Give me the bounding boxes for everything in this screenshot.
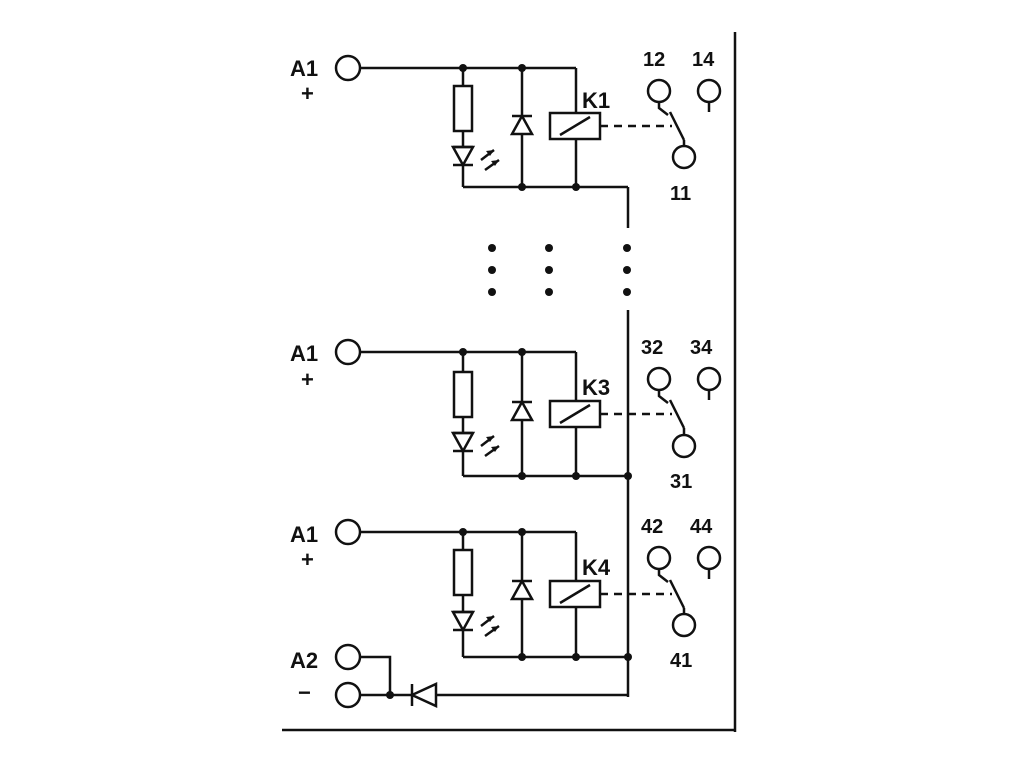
terminal-42 <box>646 545 672 571</box>
junction-dot <box>572 183 580 191</box>
relay-k3-label: K3 <box>582 375 610 400</box>
terminal-32 <box>646 366 672 392</box>
terminal-a2-lower <box>334 681 362 709</box>
channel-4: A1 + K4 42 44 <box>290 516 722 672</box>
terminal-plus-sign: + <box>301 367 314 392</box>
contact-41-label: 41 <box>670 650 692 672</box>
contact-14-label: 14 <box>692 49 715 71</box>
channel-3: A1 + K3 32 34 <box>290 337 722 493</box>
junction-dot <box>386 691 394 699</box>
terminal-a2-upper <box>334 643 362 671</box>
contact-34-label: 34 <box>690 337 713 359</box>
led-light-arrows <box>480 615 500 638</box>
resistor <box>452 370 474 419</box>
terminal-a1 <box>334 54 362 82</box>
terminal-plus-sign: + <box>301 81 314 106</box>
contact-stub <box>657 569 669 583</box>
relay-k4-label: K4 <box>582 555 611 580</box>
contact-switch-k3 <box>668 399 686 429</box>
contact-32-label: 32 <box>641 337 663 359</box>
terminal-11 <box>671 144 697 170</box>
terminal-31 <box>671 433 697 459</box>
terminal-44 <box>696 545 722 571</box>
freewheel-diode <box>509 578 535 601</box>
resistor <box>452 548 474 597</box>
contact-stub <box>657 390 669 404</box>
terminal-a2-label: A2 <box>290 648 318 673</box>
led-symbol <box>450 610 476 633</box>
terminal-a1 <box>334 518 362 546</box>
resistor <box>452 84 474 133</box>
terminal-41 <box>671 612 697 638</box>
negative-supply: A2 − <box>290 643 630 709</box>
contact-stub <box>657 102 669 116</box>
terminal-a1-label: A1 <box>290 522 318 547</box>
led-light-arrows <box>480 149 500 172</box>
terminal-14 <box>696 78 722 104</box>
coil-slash <box>559 115 591 137</box>
junction-dot <box>518 183 526 191</box>
contact-31-label: 31 <box>670 471 692 493</box>
terminal-minus-sign: − <box>298 680 311 705</box>
led-light-arrows <box>480 435 500 458</box>
ellipsis-dots <box>488 244 631 296</box>
freewheel-diode <box>509 113 535 136</box>
contact-switch-k4 <box>668 579 686 609</box>
terminal-a1-label: A1 <box>290 56 318 81</box>
led-symbol <box>450 145 476 168</box>
terminal-12 <box>646 78 672 104</box>
junction-dot <box>624 653 632 661</box>
freewheel-diode <box>509 399 535 422</box>
terminal-a1 <box>334 338 362 366</box>
contact-11-label: 11 <box>670 183 691 205</box>
junction-dot <box>572 472 580 480</box>
channel-1: A1 + K1 <box>290 49 722 228</box>
terminal-a1-label: A1 <box>290 341 318 366</box>
junction-dot <box>518 472 526 480</box>
reverse-polarity-diode <box>408 682 438 708</box>
terminal-plus-sign: + <box>301 547 314 572</box>
contact-44-label: 44 <box>690 516 713 538</box>
coil-slash <box>559 583 591 605</box>
junction-dot <box>518 653 526 661</box>
junction-dot <box>572 653 580 661</box>
coil-slash <box>559 403 591 425</box>
contact-12-label: 12 <box>643 49 665 71</box>
contact-42-label: 42 <box>641 516 663 538</box>
contact-switch-k1 <box>668 111 686 141</box>
led-symbol <box>450 431 476 454</box>
terminal-34 <box>696 366 722 392</box>
bridge-wire <box>360 655 392 695</box>
relay-k1-label: K1 <box>582 88 610 113</box>
